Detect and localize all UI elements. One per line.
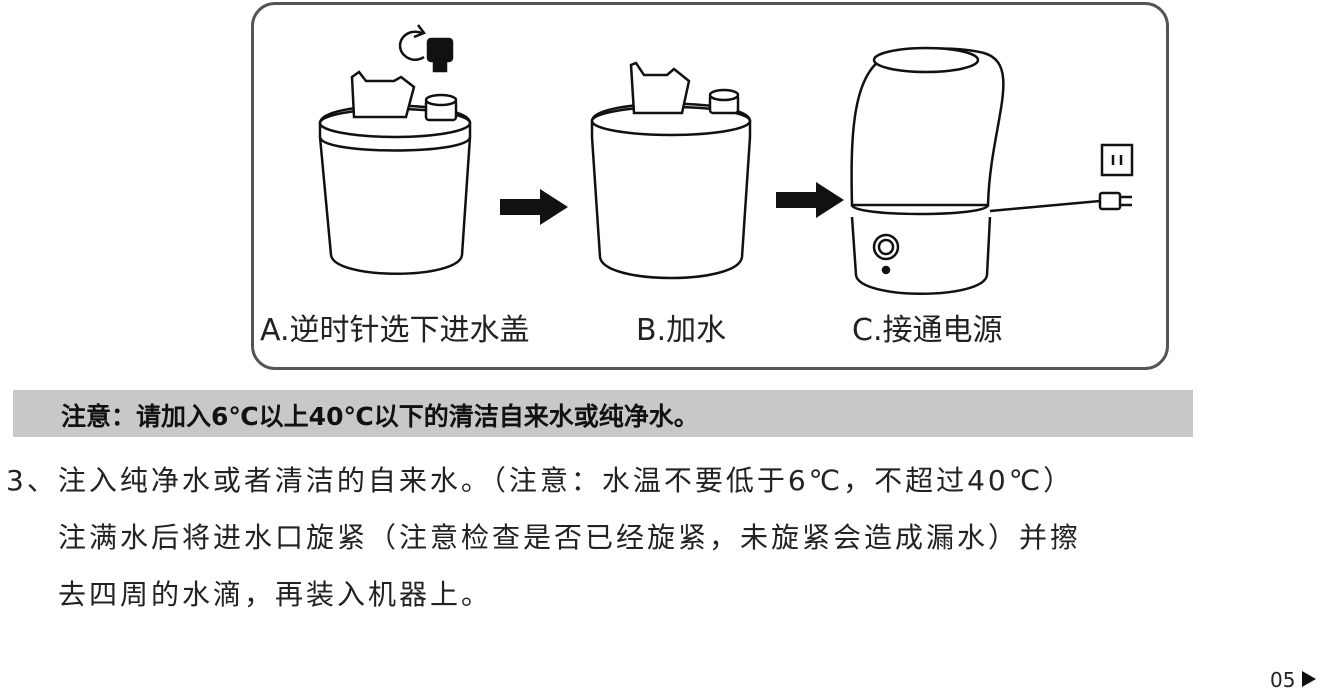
next-page-icon[interactable] — [1302, 671, 1316, 687]
step-3-line-3: 去四周的水滴，再装入机器上。 — [58, 578, 493, 611]
humidifier-illustration-c — [850, 46, 1101, 295]
instruction-figure: A.逆时针选下进水盖 B.加水 C.接通电源 — [251, 2, 1169, 370]
note-text: 注意：请加入6℃以上40℃以下的清洁自来水或纯净水。 — [61, 402, 699, 431]
caption-step-c: C.接通电源 — [852, 313, 1003, 348]
note-banner: 注意：请加入6℃以上40℃以下的清洁自来水或纯净水。 — [13, 390, 1193, 437]
arrow-right-icon — [500, 189, 568, 225]
caption-step-b: B.加水 — [636, 313, 727, 348]
page-number: 05 — [1270, 668, 1296, 692]
step-3-line-1: 3、注入纯净水或者清洁的自来水。（注意：水温不要低于6℃，不超过40℃） — [6, 464, 1075, 497]
tank-illustration-a — [318, 70, 472, 275]
step-3-line-2: 注满水后将进水口旋紧（注意检查是否已经旋紧，未旋紧会造成漏水）并擦 — [58, 521, 1082, 554]
cap-illustration — [426, 37, 454, 73]
power-outlet-icon — [1100, 143, 1134, 177]
figure-illustrations — [318, 24, 1134, 295]
caption-step-a: A.逆时针选下进水盖 — [260, 313, 530, 348]
counterclockwise-rotate-icon — [398, 24, 426, 61]
step-3-instructions: 3、注入纯净水或者清洁的自来水。（注意：水温不要低于6℃，不超过40℃） 注满水… — [6, 452, 1306, 623]
power-plug-icon — [1098, 191, 1132, 211]
arrow-right-icon — [776, 182, 844, 218]
tank-illustration-b — [590, 61, 752, 280]
